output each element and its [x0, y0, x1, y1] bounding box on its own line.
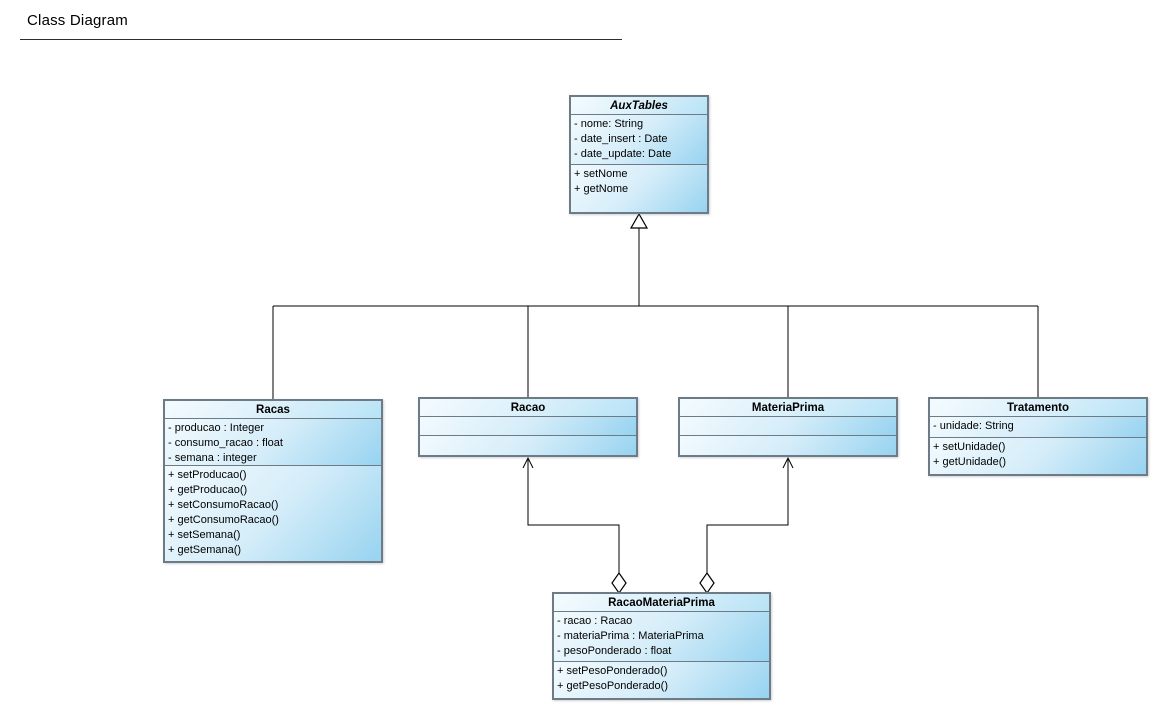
inheritance-triangle-icon [629, 212, 649, 229]
arrowhead-icon [522, 456, 534, 469]
aggregation-line-materiaprima [706, 459, 789, 573]
member-line: - nome: String [574, 118, 644, 130]
class-methods: + setUnidade() + getUnidade() [930, 438, 1146, 474]
member-line: - materiaPrima : MateriaPrima [557, 630, 704, 642]
member-line: - unidade: String [933, 420, 1014, 432]
member-line: - date_update: Date [574, 148, 672, 160]
class-methods: + setProducao() + getProducao() + setConsu… [165, 466, 381, 561]
member-line: + getConsumoRacao() [168, 514, 279, 526]
member-line: + setNome [574, 168, 628, 180]
aggregation-diamond-icon [699, 571, 715, 595]
class-attributes: - producao : Integer - consumo_racao : fl… [165, 419, 381, 466]
class-name: AuxTables [571, 97, 707, 115]
member-line: - producao : Integer [168, 422, 265, 434]
page-title: Class Diagram [27, 12, 128, 29]
class-attributes: - nome: String - date_insert : Date - date… [571, 115, 707, 165]
member-line: + getUnidade() [933, 456, 1007, 468]
class-box-auxtables[interactable]: AuxTables - nome: String - date_insert : … [569, 95, 709, 214]
class-box-racaomateriaprima[interactable]: RacaoMateriaPrima - racao : Racao - mater… [552, 592, 771, 700]
member-line: + getSemana() [168, 544, 242, 556]
aggregation-line-racao [527, 459, 620, 573]
class-box-tratamento[interactable]: Tratamento - unidade: String + setUnidad… [928, 397, 1148, 476]
member-line: - semana : integer [168, 452, 257, 464]
member-line: + setConsumoRacao() [168, 499, 279, 511]
member-line: - pesoPonderado : float [557, 645, 672, 657]
member-line: - date_insert : Date [574, 133, 668, 145]
arrowhead-icon [782, 456, 794, 469]
member-line: + setSemana() [168, 529, 241, 541]
generalization-line [272, 228, 1039, 399]
title-underline [20, 39, 622, 40]
class-name: Racao [420, 399, 636, 417]
class-attributes [420, 417, 636, 436]
class-methods: + setPesoPonderado() + getPesoPonderado() [554, 662, 769, 698]
class-box-racao[interactable]: Racao [418, 397, 638, 457]
class-methods [680, 436, 896, 455]
aggregation-diamond-icon [611, 571, 627, 595]
class-name: MateriaPrima [680, 399, 896, 417]
class-box-materiaprima[interactable]: MateriaPrima [678, 397, 898, 457]
class-attributes [680, 417, 896, 436]
class-methods: + setNome + getNome [571, 165, 707, 212]
member-line: + setProducao() [168, 469, 247, 481]
class-name: Racas [165, 401, 381, 419]
class-attributes: - racao : Racao - materiaPrima : MateriaP… [554, 612, 769, 662]
class-attributes: - unidade: String [930, 417, 1146, 438]
member-line: - racao : Racao [557, 615, 633, 627]
class-name: RacaoMateriaPrima [554, 594, 769, 612]
member-line: - consumo_racao : float [168, 437, 283, 449]
member-line: + getProducao() [168, 484, 248, 496]
member-line: + setUnidade() [933, 441, 1006, 453]
member-line: + getNome [574, 183, 629, 195]
member-line: + setPesoPonderado() [557, 665, 668, 677]
class-name: Tratamento [930, 399, 1146, 417]
member-line: + getPesoPonderado() [557, 680, 668, 692]
class-box-racas[interactable]: Racas - producao : Integer - consumo_raca… [163, 399, 383, 563]
class-methods [420, 436, 636, 455]
